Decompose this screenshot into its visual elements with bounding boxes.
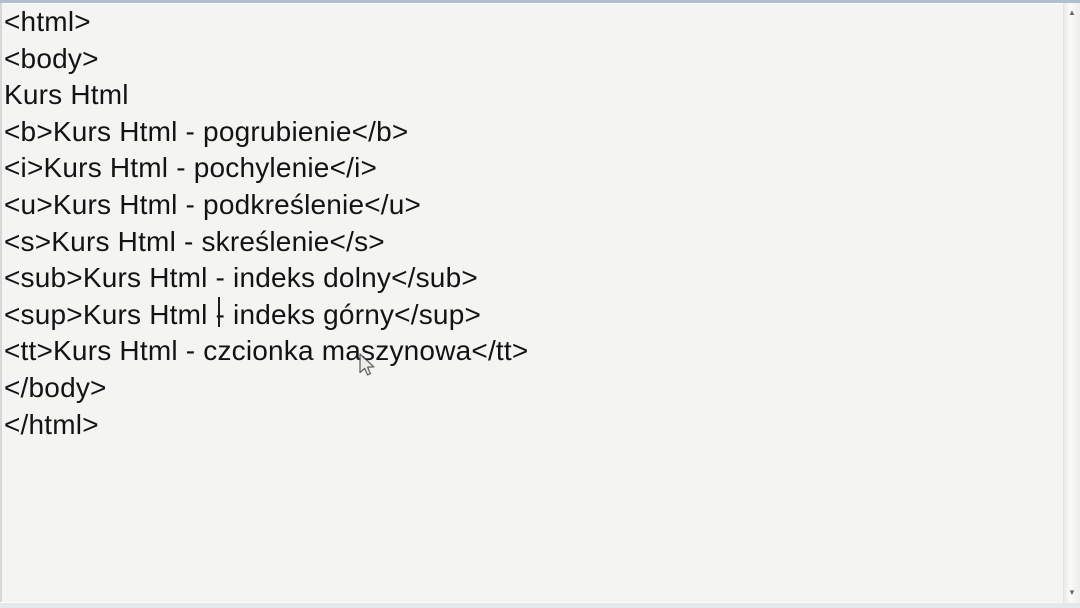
window-bottom-edge — [0, 602, 1080, 608]
scroll-down-icon: ▼ — [1068, 588, 1076, 597]
code-line: Kurs Html — [4, 79, 129, 111]
vertical-scrollbar[interactable]: ▲ ▼ — [1063, 3, 1080, 603]
scroll-up-button[interactable]: ▲ — [1064, 5, 1080, 21]
code-line: </html> — [4, 408, 99, 440]
scroll-up-icon: ▲ — [1068, 8, 1076, 17]
code-line: </body> — [4, 371, 107, 403]
window-top-edge — [0, 0, 1080, 4]
code-line: <i>Kurs Html - pochylenie</i> — [4, 152, 378, 184]
window-left-edge — [0, 3, 2, 603]
code-line: <sup>Kurs Html - indeks górny</sup> — [4, 298, 482, 330]
code-line: <s>Kurs Html - skreślenie</s> — [4, 225, 385, 257]
scrollbar-track[interactable] — [1064, 21, 1080, 585]
text-caret — [218, 297, 220, 327]
text-editor-area[interactable]: <html> <body> Kurs Html <b>Kurs Html - pogr… — [2, 3, 1063, 602]
scroll-down-button[interactable]: ▼ — [1064, 585, 1080, 601]
code-line: <body> — [4, 42, 99, 74]
code-line: <u>Kurs Html - podkreślenie</u> — [4, 188, 422, 220]
code-line: <sub>Kurs Html - indeks dolny</sub> — [4, 262, 478, 294]
code-line: <b>Kurs Html - pogrubienie</b> — [4, 115, 409, 147]
code-line: <tt>Kurs Html - czcionka maszynowa</tt> — [4, 335, 529, 367]
code-line: <html> — [4, 6, 91, 37]
editor-text: <html> <body> Kurs Html <b>Kurs Html - pogr… — [4, 4, 1063, 443]
